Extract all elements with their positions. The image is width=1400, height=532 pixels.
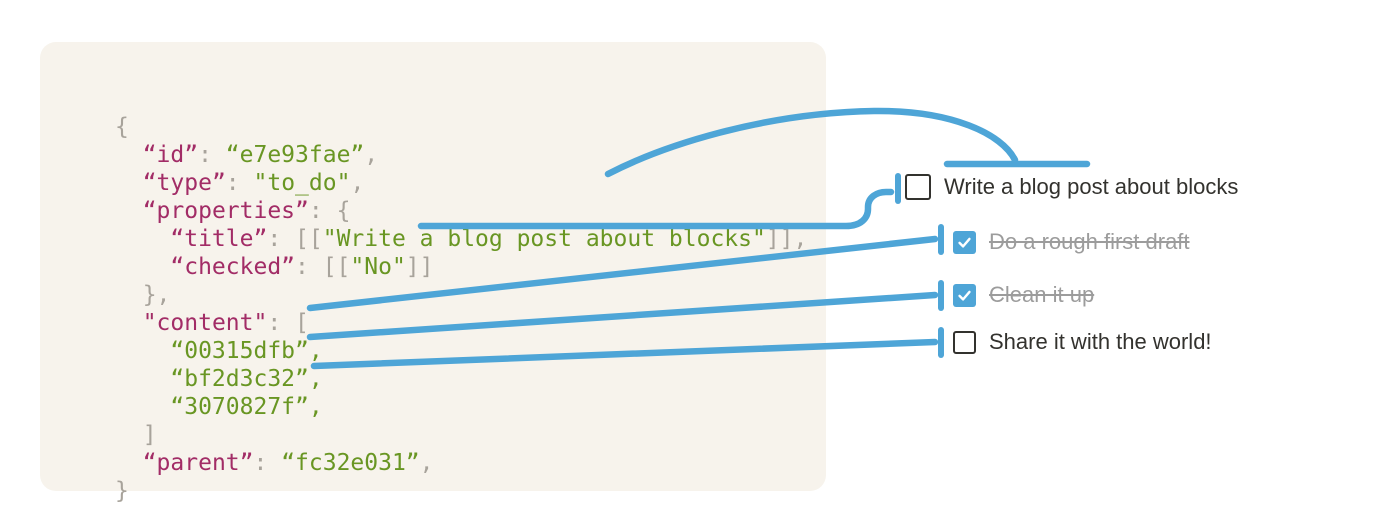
code-line: } [115,477,807,505]
json-punctuation: ] [115,422,157,448]
code-line: “3070827f”, [115,393,807,421]
json-punctuation: }, [115,282,171,308]
todo-item: Do a rough first draft [953,229,1190,255]
code-line: ] [115,421,807,449]
code-line: "content": [ [115,309,807,337]
todo-label: Clean it up [989,282,1095,307]
code-line: “parent”: “fc32e031”, [115,449,807,477]
code-line: }, [115,281,807,309]
code-line: “type”: "to_do", [115,169,807,197]
checkbox-checked-icon[interactable] [953,283,976,307]
json-value: “bf2d3c32”, [170,366,323,392]
checkbox-checked-icon[interactable] [953,230,976,254]
code-line: “id”: “e7e93fae”, [115,141,807,169]
json-punctuation: } [115,478,129,504]
json-punctuation: , [419,450,434,476]
json-key: "content" [142,310,268,336]
code-line: “properties”: { [115,197,807,225]
json-key: “type” [142,170,226,196]
checkmark-icon [958,290,971,301]
json-key: “properties” [142,198,309,224]
json-value: “e7e93fae” [225,142,365,168]
json-punctuation: : [253,450,282,476]
code-line: { [115,113,807,141]
json-key: “id” [142,142,199,168]
todo-label: Do a rough first draft [989,229,1190,254]
json-punctuation: : [198,142,226,168]
json-punctuation: , [364,142,379,168]
todo-item: Share it with the world! [953,329,1212,355]
json-value: “3070827f”, [170,394,323,420]
json-value: “00315dfb”, [170,338,323,364]
json-punctuation: { [115,114,129,140]
checkbox-unchecked-icon[interactable] [905,174,931,200]
json-punctuation: : [225,170,254,196]
json-key: “checked” [170,254,296,280]
json-key: “parent” [142,450,254,476]
checkbox-unchecked-icon[interactable] [953,330,976,354]
code-line: “bf2d3c32”, [115,365,807,393]
json-value: “fc32e031” [281,450,420,476]
code-line: “00315dfb”, [115,337,807,365]
json-value: "to_do" [253,170,351,196]
todo-label: Write a blog post about blocks [944,174,1239,199]
json-punctuation: : [ [267,310,309,336]
json-key: “title” [170,226,268,252]
checkmark-icon [958,237,971,248]
todo-item: Clean it up [953,282,1094,308]
json-punctuation: , [350,170,365,196]
todo-label: Share it with the world! [989,329,1212,354]
json-punctuation: : { [308,198,351,224]
todo-item: Write a blog post about blocks [905,174,1238,200]
